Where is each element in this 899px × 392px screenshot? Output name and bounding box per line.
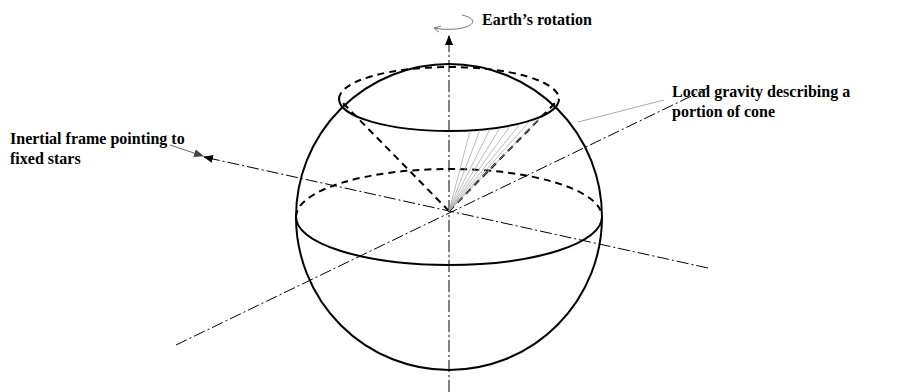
rotation-label: Earth’s rotation: [482, 10, 592, 30]
frame-label: Inertial frame pointing to fixed stars: [10, 129, 192, 169]
gravity-label: Local gravity describing a portion of co…: [672, 82, 877, 122]
